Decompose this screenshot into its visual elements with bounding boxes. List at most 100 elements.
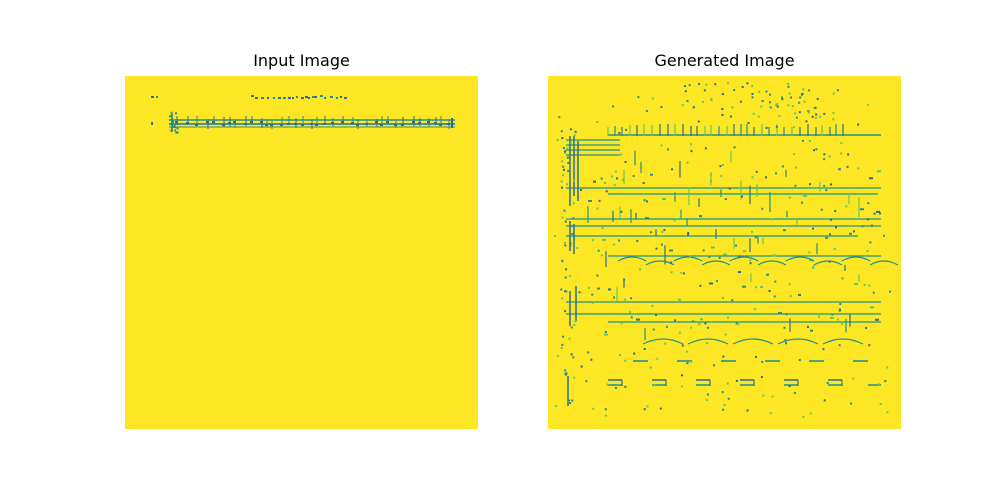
pixel-speck [292, 97, 294, 99]
pixel-speck [612, 105, 615, 108]
pixel-speck [838, 344, 841, 347]
pixel-speck [330, 96, 333, 98]
image-background [548, 76, 901, 429]
pixel-speck [566, 183, 569, 186]
pixel-speck [840, 141, 843, 144]
pixel-speck [747, 121, 750, 124]
pixel-speck [380, 124, 383, 126]
pixel-speck [601, 227, 604, 230]
pixel-speck [573, 134, 576, 137]
pixel-speck [704, 322, 707, 325]
generated-image [548, 76, 901, 429]
pixel-speck [394, 124, 397, 126]
pixel-speck [869, 241, 872, 244]
pixel-speck [331, 122, 334, 124]
pixel-speck [788, 92, 791, 95]
pixel-speck [375, 121, 378, 123]
pixel-speck [791, 105, 794, 108]
pixel-speck [753, 300, 756, 303]
pixel-speck [660, 105, 663, 108]
pixel-speck [686, 161, 689, 164]
pixel-speck [706, 393, 709, 396]
pixel-speck [849, 232, 852, 235]
pixel-speck [576, 247, 579, 250]
pixel-speck [174, 126, 177, 129]
pixel-speck [308, 97, 310, 99]
slur-arc [673, 256, 703, 262]
pixel-speck [698, 83, 701, 86]
pixel-speck [643, 408, 646, 411]
pixel-speck [799, 96, 802, 99]
pixel-speck [741, 86, 744, 89]
pixel-speck [563, 209, 566, 212]
pixel-speck [614, 170, 617, 173]
pixel-speck [569, 245, 572, 248]
pixel-speck [785, 342, 788, 345]
pixel-speck [762, 394, 765, 397]
pixel-speck [680, 374, 683, 377]
pixel-speck [678, 298, 681, 301]
pixel-speck [729, 115, 732, 118]
pixel-speck [685, 350, 688, 353]
pixel-speck [837, 318, 840, 321]
pixel-speck [863, 284, 866, 287]
pixel-speck [680, 385, 683, 388]
pixel-speck [633, 352, 636, 355]
pixel-speck [708, 255, 711, 258]
pixel-speck [651, 304, 654, 307]
pixel-speck [806, 325, 809, 328]
pixel-speck [560, 130, 563, 133]
pixel-speck [671, 168, 673, 171]
pixel-speck [666, 148, 669, 151]
pixel-speck [261, 97, 264, 99]
slur-arc [841, 256, 871, 262]
pixel-speck [568, 399, 571, 402]
pixel-speck [815, 113, 818, 116]
pixel-speck [707, 326, 710, 329]
pixel-speck [565, 290, 568, 293]
pixel-speck [632, 175, 635, 178]
pixel-speck [775, 104, 778, 107]
slur-arc [732, 338, 774, 345]
pixel-speck [787, 104, 790, 107]
pixel-speck [757, 115, 760, 118]
pixel-speck [872, 291, 875, 294]
pixel-speck [175, 121, 178, 123]
slur-arc [785, 256, 815, 262]
pixel-speck [597, 249, 600, 252]
pixel-speck [566, 156, 569, 159]
pixel-speck [771, 218, 774, 221]
pixel-speck [794, 112, 797, 115]
pixel-speck [562, 174, 565, 177]
pixel-speck [866, 249, 869, 252]
pixel-speck [260, 121, 263, 123]
pixel-speck [653, 384, 656, 387]
pixel-speck [716, 280, 718, 283]
pixel-speck [681, 344, 684, 347]
pixel-speck [816, 97, 819, 100]
pixel-speck [597, 287, 600, 290]
pixel-speck [754, 355, 757, 358]
pixel-speck [809, 412, 812, 415]
pixel-speck [573, 323, 576, 326]
pixel-speck [170, 129, 173, 132]
pixel-speck [620, 322, 623, 325]
pixel-speck [712, 364, 715, 367]
pixel-speck [674, 319, 676, 322]
pixel-speck [724, 198, 727, 201]
pixel-speck [760, 105, 763, 108]
generated-image-canvas [548, 76, 901, 429]
pixel-speck [556, 354, 559, 357]
pixel-speck [591, 302, 594, 305]
pixel-speck [588, 199, 592, 202]
pixel-speck [802, 88, 805, 91]
pixel-speck [687, 232, 690, 235]
pixel-speck [823, 158, 826, 161]
pixel-speck [841, 323, 844, 326]
pixel-speck [244, 123, 247, 125]
pixel-speck [751, 84, 754, 87]
pixel-speck [434, 122, 437, 124]
pixel-speck [833, 247, 836, 250]
pixel-speck [731, 106, 734, 109]
pixel-speck [564, 373, 567, 376]
